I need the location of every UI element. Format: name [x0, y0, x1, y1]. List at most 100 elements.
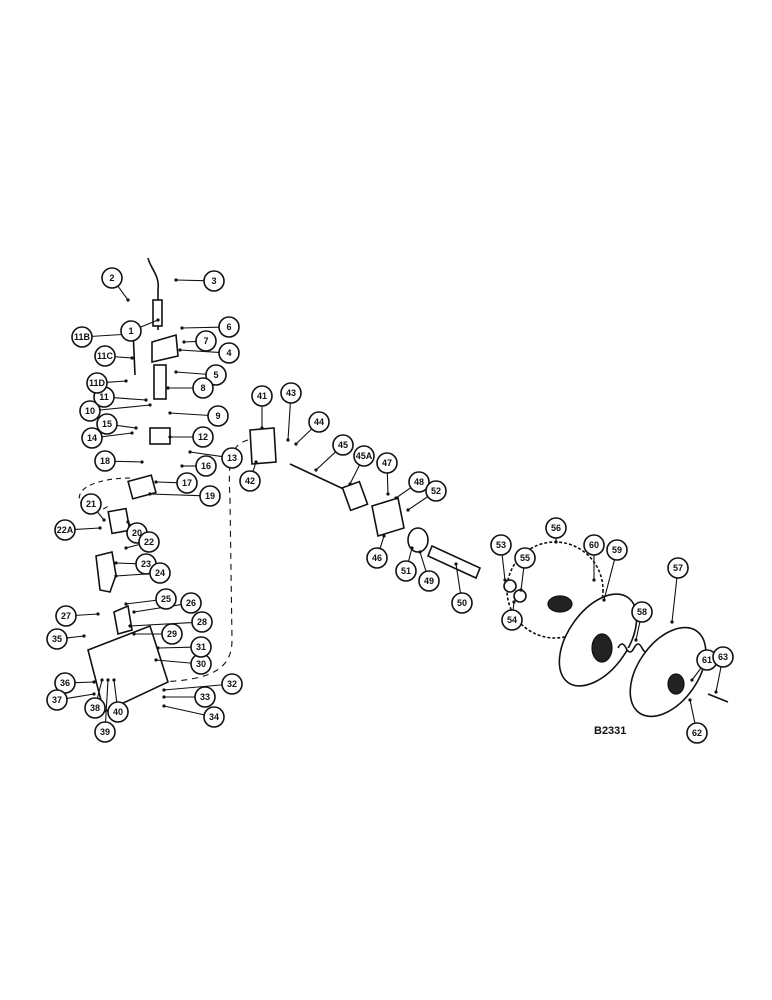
callout-circle — [101, 267, 123, 289]
leader-arrowhead — [148, 403, 152, 407]
leader-line — [155, 659, 192, 664]
arm-17 — [127, 474, 157, 500]
callout-41: 41 — [251, 385, 273, 407]
leader-line — [455, 563, 462, 594]
leader-line — [183, 340, 197, 343]
leader-line — [715, 666, 722, 693]
callout-label: 19 — [205, 491, 215, 501]
callout-circle — [712, 646, 734, 668]
callout-label: 49 — [424, 576, 434, 586]
leader-arrowhead — [406, 508, 410, 512]
callout-47: 47 — [376, 452, 398, 474]
leader-arrowhead — [174, 278, 178, 282]
callout-label: 20 — [132, 528, 142, 538]
callout-3: 3 — [203, 270, 225, 292]
leader-line — [125, 599, 157, 605]
callout-11c: 11C — [94, 345, 116, 367]
callout-label: 48 — [414, 477, 424, 487]
plate-57-hub — [667, 673, 685, 695]
callout-circle — [418, 570, 440, 592]
callout-circle — [451, 592, 473, 614]
callout-label: 24 — [155, 568, 165, 578]
leader-line — [140, 319, 159, 328]
callout-label: 12 — [198, 432, 208, 442]
leader-line — [155, 481, 178, 484]
leader-arrowhead — [592, 578, 596, 582]
block-12 — [149, 427, 171, 445]
callout-circle — [176, 472, 198, 494]
callout-circle — [79, 400, 101, 422]
leader-arrowhead — [132, 632, 136, 636]
callout-label: 10 — [85, 406, 95, 416]
callout-14: 14 — [81, 427, 103, 449]
leader-arrowhead — [114, 574, 118, 578]
callout-circle — [194, 686, 216, 708]
callout-label: 58 — [637, 607, 647, 617]
leader-line — [163, 705, 205, 716]
leader-line — [315, 451, 337, 471]
cable-path — [159, 439, 249, 683]
leader-line — [149, 493, 201, 497]
leader-line — [175, 371, 207, 375]
callout-circle — [192, 426, 214, 448]
leader-arrowhead — [394, 496, 398, 500]
callout-label: 54 — [507, 615, 517, 625]
callout-circle — [94, 450, 116, 472]
leader-arrowhead — [128, 624, 132, 628]
leader-arrowhead — [126, 298, 130, 302]
callout-label: 51 — [401, 566, 411, 576]
callout-36: 36 — [54, 672, 76, 694]
callout-circle — [376, 452, 398, 474]
callout-9: 9 — [207, 405, 229, 427]
leader-arrowhead — [294, 442, 298, 446]
callout-circle — [195, 455, 217, 477]
callout-label: 11B — [74, 332, 91, 342]
washer-55 — [513, 589, 527, 603]
callout-11b: 11B — [71, 326, 93, 348]
callout-label: 42 — [245, 476, 255, 486]
leader-line — [179, 349, 220, 353]
leader-arrowhead — [82, 634, 86, 638]
callout-label: 62 — [692, 728, 702, 738]
callout-circle — [366, 547, 388, 569]
callout-2: 2 — [101, 267, 123, 289]
leader-arrowhead — [154, 480, 158, 484]
callout-label: 1 — [128, 326, 133, 336]
bellcrank-23 — [95, 551, 117, 593]
callout-label: 61 — [702, 655, 712, 665]
callout-label: 11 — [99, 392, 109, 402]
callout-27: 27 — [55, 605, 77, 627]
leader-arrowhead — [714, 690, 718, 694]
leader-line — [691, 667, 702, 681]
leader-arrowhead — [100, 678, 104, 682]
leader-arrowhead — [162, 704, 166, 708]
callout-circle — [149, 562, 171, 584]
callout-circle — [308, 411, 330, 433]
shaft-50 — [426, 544, 482, 580]
leader-line — [66, 693, 95, 699]
leader-arrowhead — [114, 561, 118, 565]
leader-line — [520, 567, 525, 591]
callout-circle — [606, 539, 628, 561]
leader-arrowhead — [286, 438, 290, 442]
callout-circle — [514, 547, 536, 569]
lever-handle — [152, 299, 163, 327]
leader-arrowhead — [174, 370, 178, 374]
callout-circle — [280, 382, 302, 404]
callout-label: 57 — [673, 563, 683, 573]
callout-37: 37 — [46, 689, 68, 711]
callout-label: 39 — [100, 727, 110, 737]
callout-58: 58 — [631, 601, 653, 623]
callout-circle — [221, 447, 243, 469]
callout-circle — [203, 270, 225, 292]
callout-45: 45 — [332, 434, 354, 456]
callout-circle — [218, 316, 240, 338]
callout-21: 21 — [80, 493, 102, 515]
callout-circle — [686, 722, 708, 744]
leader-arrowhead — [98, 526, 102, 530]
callout-label: 7 — [203, 336, 208, 346]
parts-drawing — [78, 257, 729, 718]
bracket-41 — [249, 427, 277, 465]
callout-label: 63 — [718, 652, 728, 662]
